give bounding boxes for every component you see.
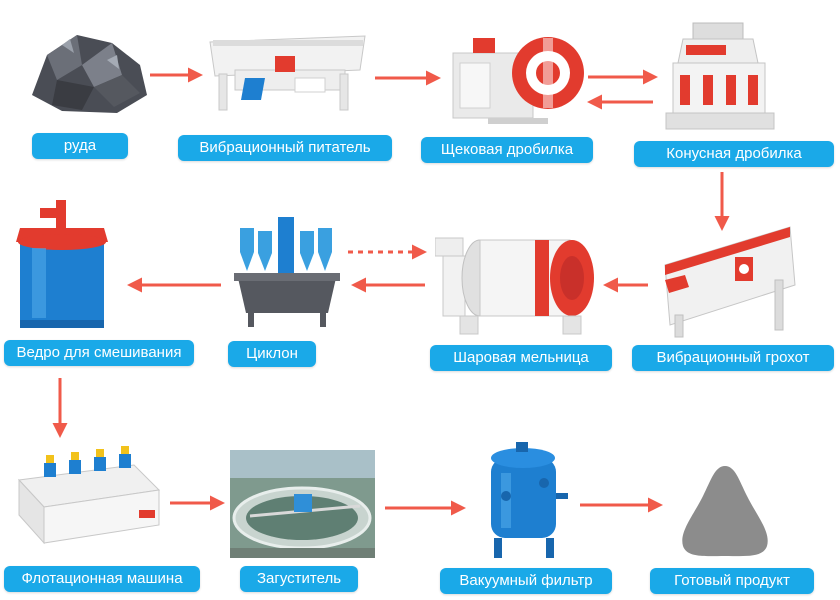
jaw-crusher-icon [448, 18, 588, 128]
step-label-screen: Вибрационный грохот [632, 345, 834, 371]
ore-rock-icon [22, 25, 152, 115]
step-label-filter: Вакуумный фильтр [440, 568, 612, 594]
cone-crusher-icon [658, 15, 783, 135]
step-label-tank: Ведро для смешивания [4, 340, 194, 366]
step-label-product: Готовый продукт [650, 568, 814, 594]
vacuum-filter-icon [476, 438, 571, 563]
step-label-flotation: Флотационная машина [4, 566, 200, 592]
flotation-machine-icon [14, 445, 164, 550]
hydrocyclone-icon [228, 213, 346, 331]
vibrating-feeder-icon [205, 30, 370, 115]
step-label-feeder: Вибрационный питатель [178, 135, 392, 161]
vibrating-screen-icon [655, 225, 800, 340]
step-label-cone: Конусная дробилка [634, 141, 834, 167]
thickener-icon [230, 450, 375, 558]
mixing-tank-icon [12, 198, 112, 330]
product-pile-icon [675, 462, 775, 560]
step-label-ballmill: Шаровая мельница [430, 345, 612, 371]
step-label-cyclone: Циклон [228, 341, 316, 367]
ball-mill-icon [435, 228, 600, 338]
step-label-thickener: Загуститель [240, 566, 358, 592]
step-label-ore: руда [32, 133, 128, 159]
step-label-jaw: Щековая дробилка [421, 137, 593, 163]
